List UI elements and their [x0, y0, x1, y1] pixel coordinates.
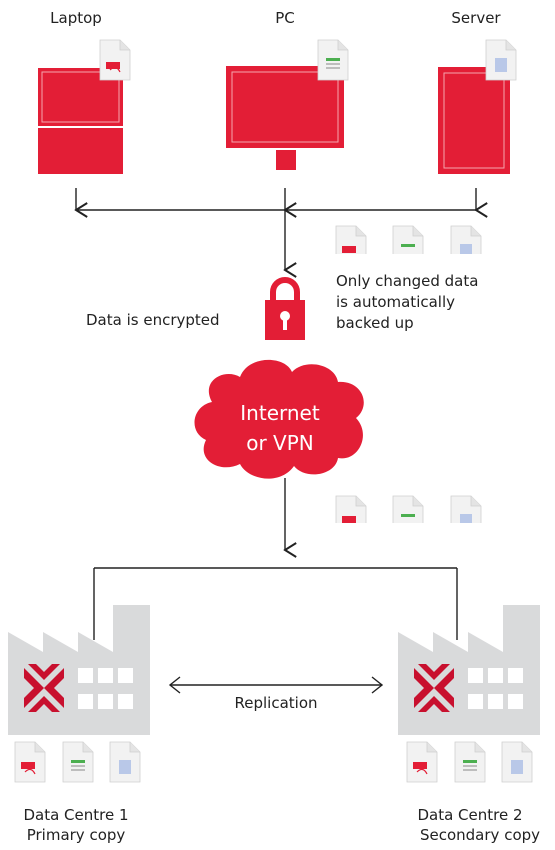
server-label: Server	[451, 9, 501, 27]
dc2-copy: Secondary copy	[419, 826, 541, 844]
changed-pdf-icon-2	[335, 495, 367, 537]
internet-cloud-icon	[194, 359, 364, 479]
changed-data-note-line2: is automatically	[336, 293, 456, 311]
replication-label: Replication	[234, 694, 318, 712]
replication-arrow	[168, 676, 384, 694]
dc1-spreadsheet-icon	[62, 741, 94, 783]
changed-spreadsheet-icon-2	[392, 495, 424, 537]
server-icon	[438, 67, 510, 174]
data-centre-1-building	[8, 605, 150, 735]
dc1-pdf-icon	[14, 741, 46, 783]
changed-document-icon-2	[450, 495, 482, 537]
datacentre-logo-icon	[24, 664, 64, 712]
pc-monitor-icon	[226, 66, 344, 170]
laptop-icon	[38, 68, 123, 174]
dc1-document-icon	[109, 741, 141, 783]
changed-data-note-line3: backed up	[336, 314, 414, 332]
lock-icon	[265, 277, 305, 340]
datacentre-logo-icon-2	[414, 664, 454, 712]
encrypted-label: Data is encrypted	[86, 311, 220, 329]
data-centre-2-building	[398, 605, 540, 735]
changed-pdf-icon	[335, 225, 367, 267]
dc2-name: Data Centre 2	[417, 806, 523, 824]
document-file-icon	[485, 39, 517, 81]
dc2-document-icon	[501, 741, 533, 783]
dc1-name: Data Centre 1	[23, 806, 129, 824]
cloud-label-line2: or VPN	[246, 431, 314, 455]
pc-label: PC	[275, 9, 295, 27]
cloud-label: Internet or VPN	[220, 398, 340, 458]
changed-document-icon	[450, 225, 482, 267]
pdf-file-icon	[99, 39, 131, 81]
changed-spreadsheet-icon	[392, 225, 424, 267]
dc1-copy: Primary copy	[26, 826, 126, 844]
spreadsheet-file-icon	[317, 39, 349, 81]
cloud-label-line1: Internet	[240, 401, 320, 425]
laptop-label: Laptop	[50, 9, 102, 27]
dc2-spreadsheet-icon	[454, 741, 486, 783]
changed-data-note-line1: Only changed data	[336, 272, 479, 290]
dc2-pdf-icon	[406, 741, 438, 783]
